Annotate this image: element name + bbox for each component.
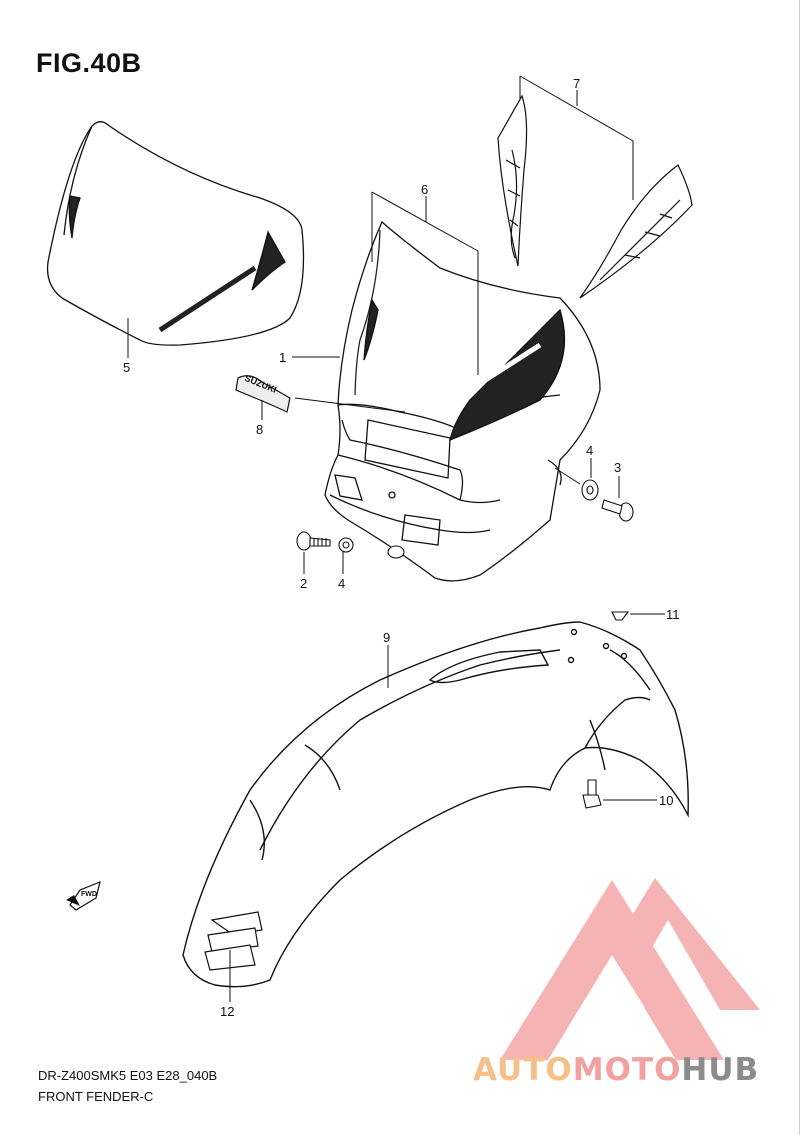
bolt-2-icon bbox=[296, 531, 331, 551]
callout-9: 9 bbox=[383, 630, 390, 645]
part-1-headlight-cowl bbox=[324, 220, 601, 582]
callout-2: 2 bbox=[300, 576, 307, 591]
section-name: FRONT FENDER-C bbox=[38, 1089, 154, 1104]
callout-6: 6 bbox=[421, 182, 428, 197]
watermark-logo-icon bbox=[500, 878, 760, 1060]
callout-11: 11 bbox=[666, 607, 680, 622]
watermark-auto: AUTO bbox=[473, 1052, 573, 1088]
watermark-text: AUTOMOTOHUB bbox=[473, 1052, 759, 1088]
bolt-3-icon bbox=[601, 499, 634, 522]
callout-8: 8 bbox=[256, 422, 263, 437]
nut-collar-icon bbox=[387, 545, 405, 559]
callout-3: 3 bbox=[614, 460, 621, 475]
fwd-label: FWD bbox=[81, 891, 97, 898]
callout-4-lower: 4 bbox=[338, 576, 345, 591]
watermark-hub: HUB bbox=[681, 1052, 760, 1088]
part-12-fender-badge bbox=[204, 911, 263, 971]
grommet-4-lower-icon bbox=[338, 537, 354, 553]
watermark-moto: MOTO bbox=[572, 1052, 682, 1088]
washer-11-icon bbox=[611, 611, 630, 621]
callout-1: 1 bbox=[279, 350, 286, 365]
figure-title: FIG.40B bbox=[36, 48, 142, 78]
part-8-emblem: SUZUKI bbox=[235, 373, 291, 413]
part-9-front-fender bbox=[182, 621, 689, 988]
fwd-arrow-icon: FWD bbox=[66, 881, 101, 911]
callout-10: 10 bbox=[659, 793, 673, 808]
model-code: DR-Z400SMK5 E03 E28_040B bbox=[38, 1068, 218, 1083]
part-5-cover bbox=[46, 121, 305, 346]
screw-10-icon bbox=[582, 779, 602, 809]
callout-12: 12 bbox=[220, 1004, 234, 1019]
leader-lines bbox=[127, 75, 665, 1002]
part-7-decals bbox=[497, 94, 693, 299]
callout-5: 5 bbox=[123, 360, 130, 375]
grommet-4-upper-icon bbox=[581, 479, 599, 501]
callout-7: 7 bbox=[573, 76, 580, 91]
callout-4-upper: 4 bbox=[586, 443, 593, 458]
